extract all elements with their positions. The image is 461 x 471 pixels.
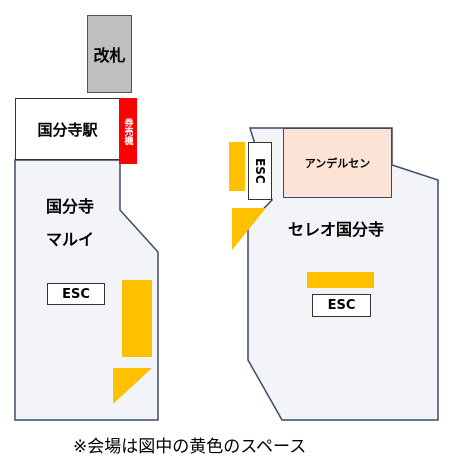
- event-space-celeo-corner: [232, 208, 266, 250]
- celeo-escalator-center: ESC: [312, 294, 371, 317]
- marui-store-name-line1: 国分寺: [46, 197, 95, 216]
- celeo-escalator-vertical-label: ESC: [253, 158, 267, 184]
- station-box: 国分寺駅: [15, 98, 120, 160]
- event-space-celeo-left: [229, 142, 245, 191]
- ticket-gate-label: 改札: [93, 46, 126, 65]
- event-space-celeo-center: [307, 272, 374, 288]
- celeo-escalator-center-label: ESC: [327, 298, 356, 313]
- andersen-shop-label: アンデルセン: [304, 157, 371, 170]
- ticket-machine: 券売機: [119, 98, 137, 164]
- station-label: 国分寺駅: [37, 120, 98, 139]
- celeo-store-name: セレオ国分寺: [288, 220, 385, 239]
- event-space-marui-corner: [113, 368, 152, 404]
- venue-caption: ※会場は図中の黄色のスペース: [73, 437, 307, 457]
- marui-store-name-line2: マルイ: [46, 230, 95, 249]
- event-space-marui-tall: [122, 280, 152, 357]
- marui-escalator: ESC: [47, 283, 105, 305]
- celeo-escalator-vertical: ESC: [248, 142, 272, 200]
- andersen-shop: アンデルセン: [283, 128, 392, 198]
- ticket-gate: 改札: [87, 15, 132, 93]
- ticket-machine-label: 券売機: [122, 117, 133, 145]
- marui-escalator-label: ESC: [62, 286, 90, 302]
